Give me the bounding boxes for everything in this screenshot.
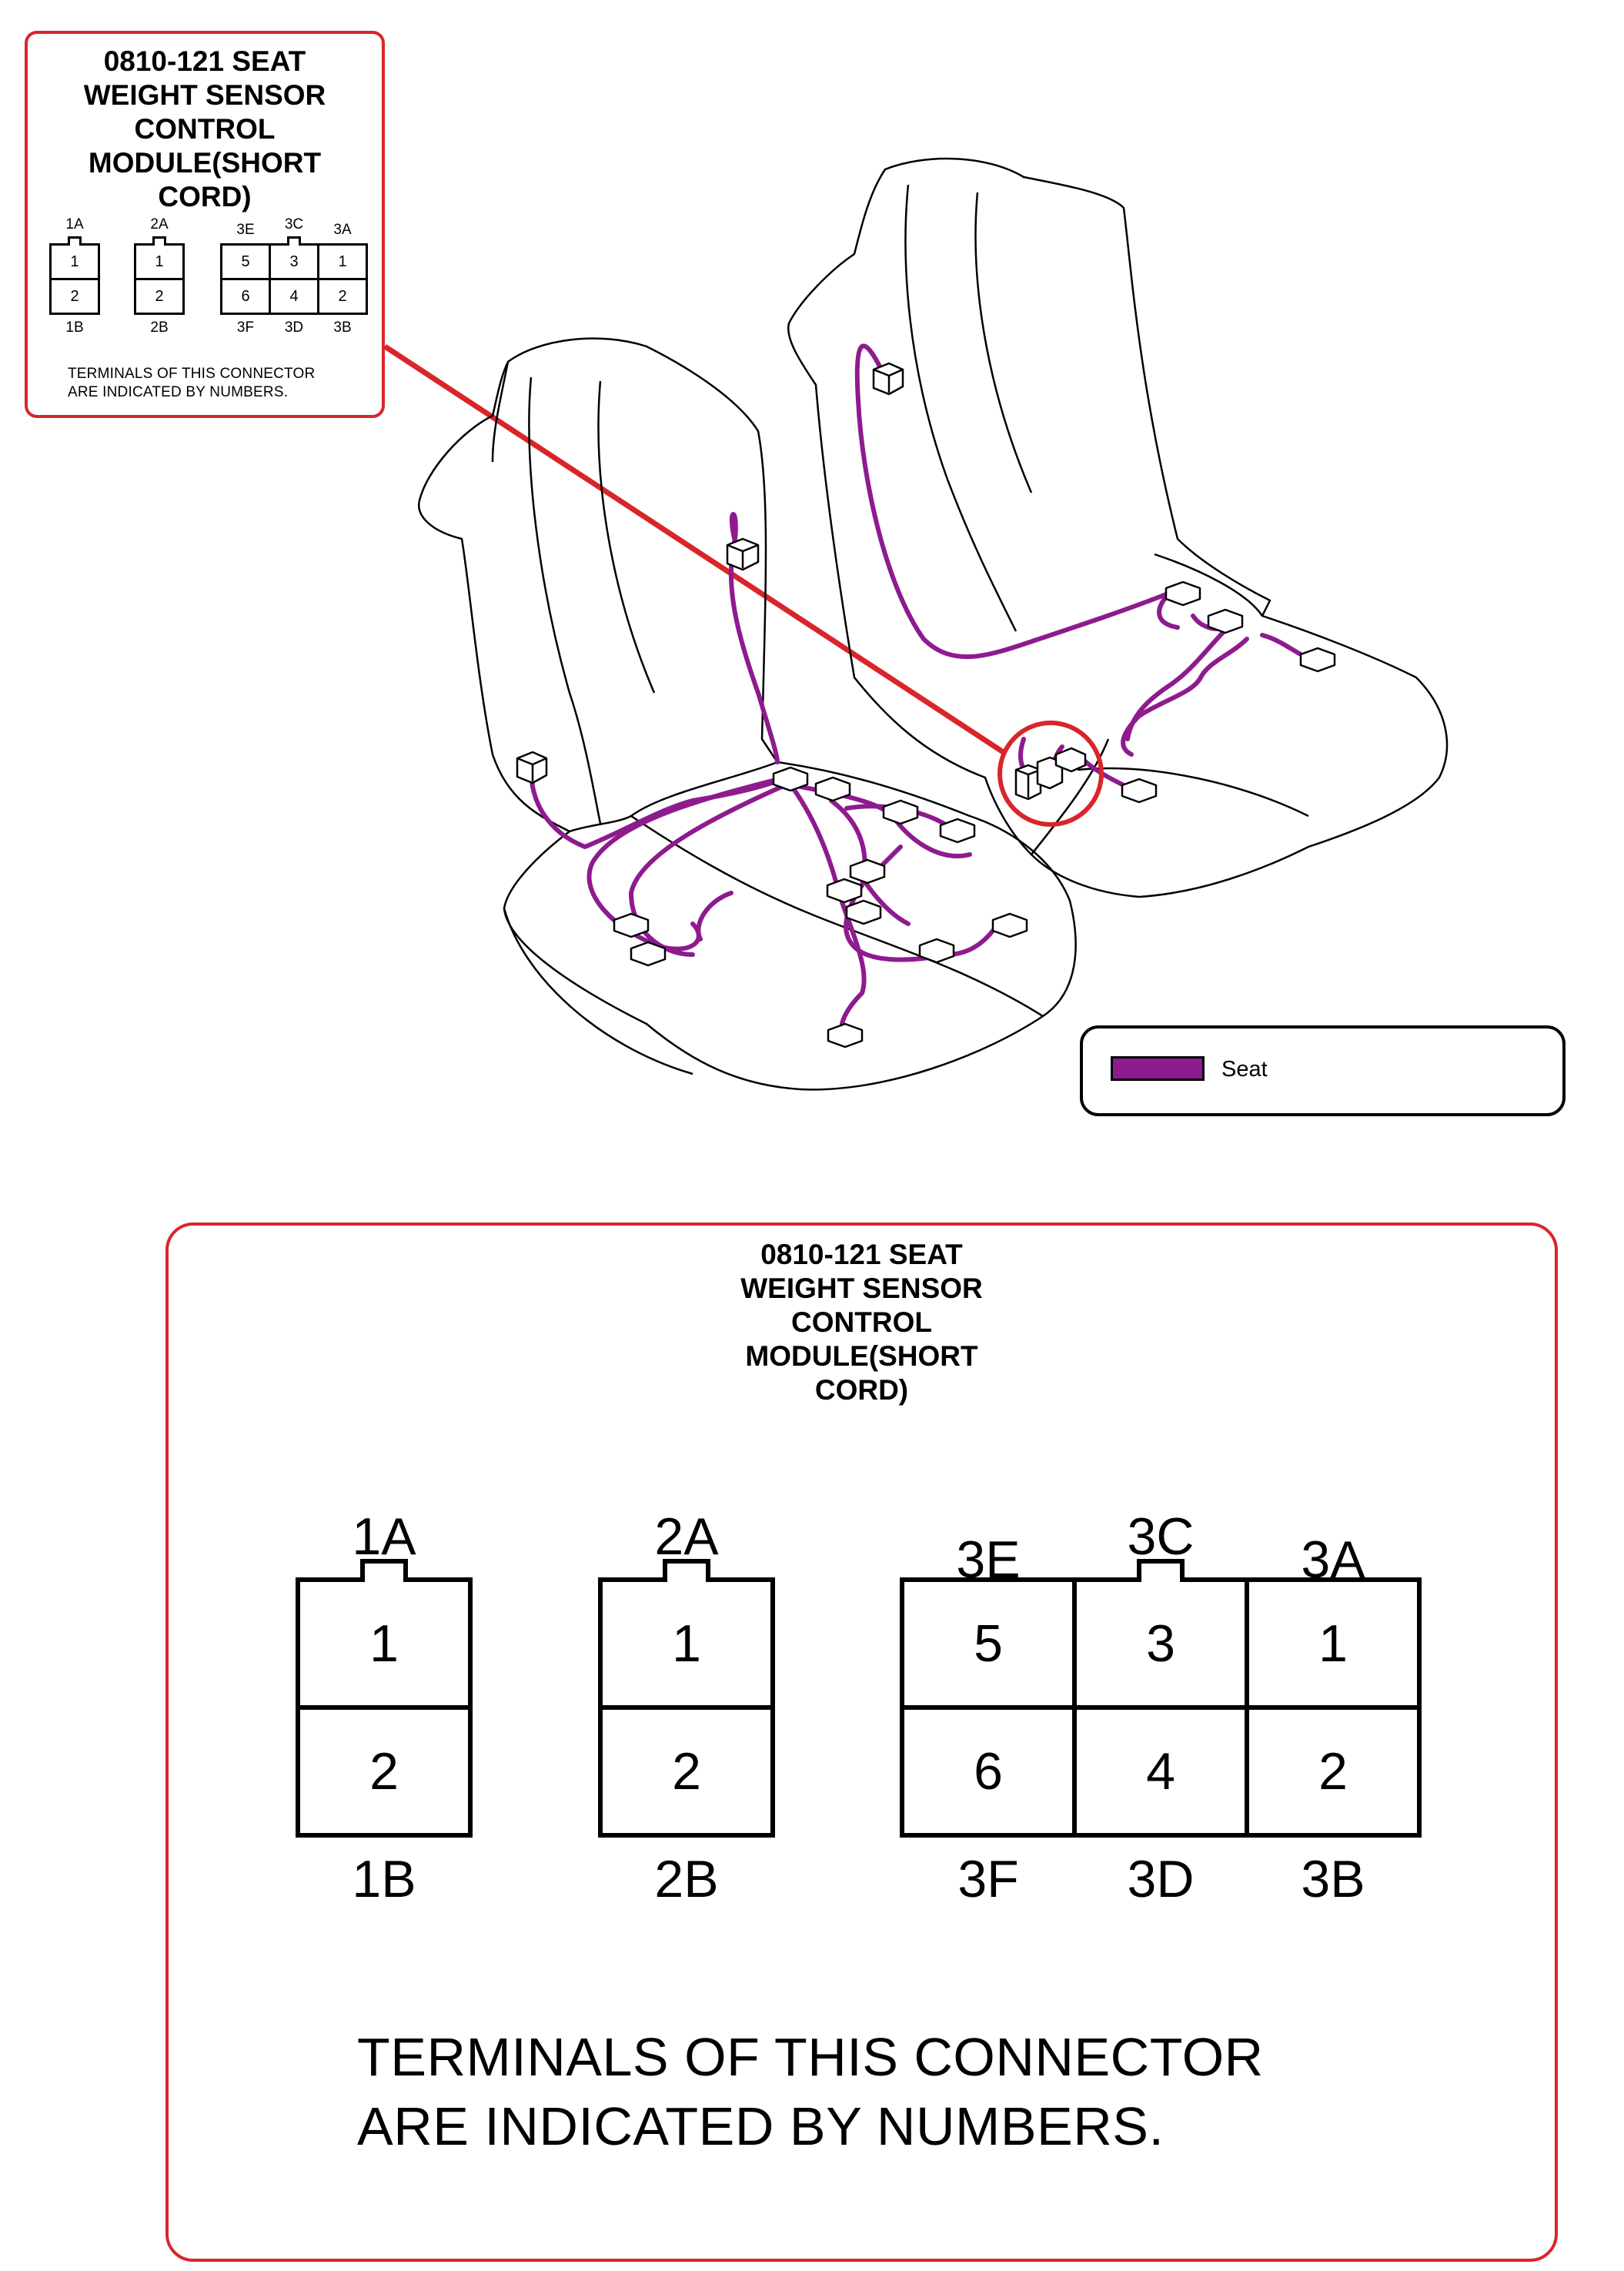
connector-lock-tab bbox=[287, 236, 301, 246]
illustration-connectors bbox=[516, 362, 1336, 1049]
terminal-label-bottom: 3D bbox=[1127, 1850, 1195, 1908]
terminal-cell: 2 bbox=[296, 1705, 473, 1838]
connector-block bbox=[630, 941, 667, 967]
terminal-label-top: 3C bbox=[284, 216, 304, 232]
left-seat-outline bbox=[418, 337, 1077, 1091]
large-terminal-note: TERMINALS OF THIS CONNECTOR ARE INDICATE… bbox=[357, 2022, 1264, 2161]
terminal-cell: 1 bbox=[1245, 1577, 1422, 1710]
terminal-cell: 1 bbox=[134, 243, 185, 280]
connector-block bbox=[991, 912, 1028, 938]
connector-lock-tab bbox=[360, 1559, 408, 1582]
note-line: ARE INDICATED BY NUMBERS. bbox=[68, 384, 289, 400]
terminal-cell: 2 bbox=[1245, 1705, 1422, 1838]
terminal-cell: 1 bbox=[296, 1577, 473, 1710]
connector-block bbox=[613, 912, 650, 938]
title-line: 0810-121 SEAT bbox=[103, 45, 306, 77]
large-connector-title: 0810-121 SEAT WEIGHT SENSOR CONTROL MODU… bbox=[169, 1238, 1555, 1407]
terminal-label-bottom: 1B bbox=[65, 319, 84, 336]
terminal-cell: 6 bbox=[900, 1705, 1077, 1838]
terminal-cell: 1 bbox=[49, 243, 100, 280]
terminal-cell: 6 bbox=[220, 278, 271, 315]
connector-block bbox=[939, 818, 976, 844]
connector-block bbox=[1299, 647, 1336, 673]
note-line: TERMINALS OF THIS CONNECTOR bbox=[68, 366, 316, 382]
title-line: WEIGHT SENSOR bbox=[83, 79, 326, 111]
terminal-label-top: 3E bbox=[236, 222, 255, 238]
terminal-label-bottom: 3D bbox=[284, 319, 304, 336]
connector-lock-tab bbox=[663, 1559, 710, 1582]
terminal-label-bottom: 2B bbox=[654, 1850, 719, 1908]
note-line: TERMINALS OF THIS CONNECTOR bbox=[357, 2027, 1264, 2087]
terminal-cell: 1 bbox=[598, 1577, 775, 1710]
callout-leader-line bbox=[383, 344, 1006, 755]
terminal-cell: 4 bbox=[269, 278, 319, 315]
legend-swatch-seat bbox=[1111, 1056, 1205, 1081]
title-line: CORD) bbox=[814, 1374, 909, 1406]
terminal-cell: 2 bbox=[49, 278, 100, 315]
terminal-cell: 3 bbox=[269, 243, 319, 280]
small-connector-title: 0810-121 SEAT WEIGHT SENSOR CONTROL MODU… bbox=[28, 45, 382, 214]
terminal-cell: 5 bbox=[220, 243, 271, 280]
terminal-label-top: 2A bbox=[654, 1507, 719, 1566]
terminal-cell: 1 bbox=[317, 243, 368, 280]
terminal-label-top: 1A bbox=[352, 1507, 416, 1566]
terminal-label-top: 1A bbox=[65, 216, 84, 232]
connector-block bbox=[726, 537, 760, 571]
title-line: 0810-121 SEAT bbox=[760, 1239, 963, 1270]
title-line: CORD) bbox=[158, 181, 252, 212]
title-line: MODULE(SHORT bbox=[88, 147, 322, 179]
terminal-label-top: 2A bbox=[150, 216, 169, 232]
terminal-cell: 2 bbox=[598, 1705, 775, 1838]
connector-block bbox=[826, 878, 863, 904]
connector-block bbox=[845, 899, 882, 925]
connector-lock-tab bbox=[1137, 1559, 1185, 1582]
terminal-label-top: 3A bbox=[333, 222, 352, 238]
connector-block bbox=[814, 776, 851, 802]
connector-block bbox=[872, 362, 904, 396]
title-line: MODULE(SHORT bbox=[745, 1340, 978, 1372]
title-line: CONTROL bbox=[134, 113, 276, 145]
right-seat-harness bbox=[854, 343, 1303, 788]
connector-block bbox=[1207, 608, 1244, 634]
connector-block bbox=[516, 751, 548, 784]
connector-block bbox=[918, 938, 955, 964]
legend: Seat bbox=[1080, 1025, 1566, 1116]
terminal-label-top: 3E bbox=[956, 1530, 1021, 1589]
connector-block bbox=[827, 1022, 864, 1049]
terminal-label-bottom: 3F bbox=[957, 1850, 1019, 1908]
terminal-cell: 2 bbox=[317, 278, 368, 315]
connector-lock-tab bbox=[152, 236, 166, 246]
terminal-cell: 2 bbox=[134, 278, 185, 315]
terminal-cell: 5 bbox=[900, 1577, 1077, 1710]
terminal-cell: 3 bbox=[1072, 1577, 1249, 1710]
connector-block bbox=[1014, 764, 1042, 801]
connector-callout-large: 0810-121 SEAT WEIGHT SENSOR CONTROL MODU… bbox=[165, 1222, 1558, 2262]
terminal-label-bottom: 3B bbox=[1301, 1850, 1365, 1908]
terminal-label-bottom: 1B bbox=[352, 1850, 416, 1908]
title-line: WEIGHT SENSOR bbox=[740, 1273, 983, 1304]
small-terminal-note: TERMINALS OF THIS CONNECTOR ARE INDICATE… bbox=[68, 365, 315, 402]
terminal-label-top: 3A bbox=[1301, 1530, 1365, 1589]
terminal-label-bottom: 3B bbox=[333, 319, 352, 336]
title-line: CONTROL bbox=[791, 1306, 932, 1338]
terminal-cell: 4 bbox=[1072, 1705, 1249, 1838]
connector-block bbox=[1054, 747, 1087, 773]
connector-block bbox=[1165, 580, 1201, 607]
note-line: ARE INDICATED BY NUMBERS. bbox=[357, 2096, 1165, 2156]
terminal-label-bottom: 3F bbox=[236, 319, 255, 336]
connector-block bbox=[849, 858, 886, 885]
terminal-label-top: 3C bbox=[1127, 1507, 1195, 1566]
right-seat-outline bbox=[787, 157, 1449, 898]
connector-block bbox=[1121, 778, 1158, 804]
legend-label-seat: Seat bbox=[1221, 1057, 1268, 1082]
highlight-circle bbox=[997, 721, 1104, 827]
connector-callout-small: 0810-121 SEAT WEIGHT SENSOR CONTROL MODU… bbox=[25, 31, 385, 418]
connector-block bbox=[882, 799, 919, 825]
connector-block bbox=[772, 766, 809, 792]
connector-lock-tab bbox=[68, 236, 82, 246]
terminal-label-bottom: 2B bbox=[150, 319, 169, 336]
